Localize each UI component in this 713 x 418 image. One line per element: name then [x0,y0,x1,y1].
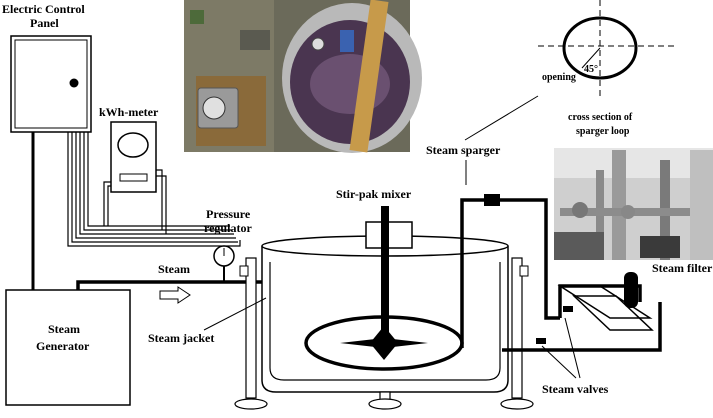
electric-control-panel: Electric Control Panel [2,2,91,132]
top-photo [184,0,422,153]
steam-sparger-label: Steam sparger [426,143,501,157]
stir-pak-mixer-label: Stir-pak mixer [336,187,412,201]
steam-line [78,282,268,290]
valve-lower-icon [536,338,546,344]
sparger-fitting [484,194,500,206]
opening-label: opening [542,72,576,83]
steam-filter-valves: Steam filter Steam valves [536,261,713,396]
steam-label: Steam [158,262,190,276]
control-panel-label-1: Electric Control [2,2,85,16]
steam-generator-label-1: Steam [48,322,80,336]
steam-jacket-label: Steam jacket [148,331,214,345]
cross-section-label-2: sparger loop [576,126,630,137]
meter-dial-icon [118,133,148,157]
cross-section-label-1: cross section of [568,112,633,123]
kwh-meter: kWh-meter [99,105,159,192]
control-panel-label-2: Panel [30,16,59,30]
steam-jacket-leader [204,298,266,330]
sparger-cross-section: 45° opening cross section of sparger loo… [538,0,674,137]
steam-generator: Steam Generator [6,290,130,405]
angle-label: 45° [584,64,598,75]
steam-generator-label-2: Generator [36,339,90,353]
steam-filter-label: Steam filter [652,261,713,275]
right-photo [554,148,713,260]
steam-filter-icon [624,272,638,308]
pressure-regulator-label-2: regulator [204,221,252,235]
kwh-meter-label: kWh-meter [99,105,159,119]
pressure-regulator-label-1: Pressure [206,207,251,221]
panel-knob-icon [70,79,79,88]
steam-valves-label: Steam valves [542,382,609,396]
valve-upper-icon [563,306,573,312]
steam-flow-arrow-icon [160,287,190,303]
